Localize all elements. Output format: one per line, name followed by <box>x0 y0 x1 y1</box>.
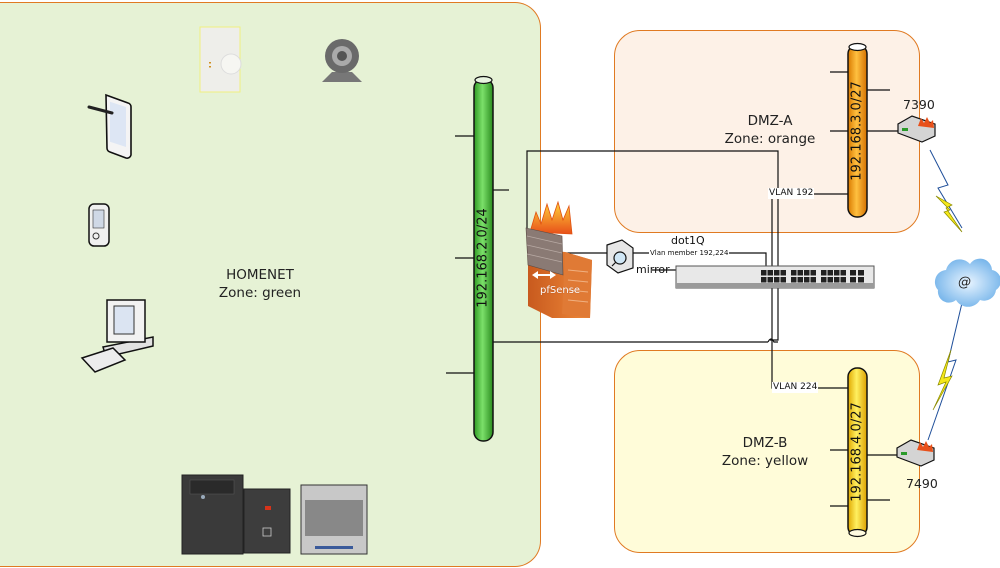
switch-port <box>780 277 786 283</box>
homenet-name: HOMENET <box>226 267 294 283</box>
tablet-icon <box>87 93 132 159</box>
dmz-a-subnet-label: 192.168.3.0/27 <box>849 81 865 181</box>
switch-port <box>821 277 827 283</box>
vlan-member-label: Vlan member 192,224 <box>649 248 730 259</box>
zone-homenet <box>0 2 541 567</box>
wan-link-top <box>929 149 963 233</box>
dmz-b-subnet-pipe <box>847 367 868 538</box>
switch-port <box>834 270 840 276</box>
switch-sfp-port <box>858 270 864 276</box>
homenet-zone: Zone: green <box>218 285 302 301</box>
dmz-b-zone-label: DMZ-B Zone: yellow <box>700 434 830 470</box>
dmz-b-taps <box>818 387 900 507</box>
switch-sfp-port <box>850 270 856 276</box>
dmz-a-zone: Zone: orange <box>724 131 816 147</box>
switch-port <box>834 277 840 283</box>
switch-port <box>821 270 827 276</box>
switch-port <box>774 277 780 283</box>
switch-port <box>767 270 773 276</box>
internet-at-symbol: @ <box>958 275 971 290</box>
switch-port <box>827 270 833 276</box>
server-2-icon <box>300 484 368 555</box>
switch-port <box>791 270 797 276</box>
switch-port <box>791 277 797 283</box>
homenet-subnet-pipe <box>473 75 494 442</box>
wan-link-bottom <box>927 302 963 441</box>
homenet-taps <box>446 135 509 374</box>
zone-dmz-b <box>614 350 920 553</box>
traffic-monitor-icon <box>606 239 634 274</box>
switch-sfp-port <box>850 277 856 283</box>
vlan-192-label: VLAN 192 <box>768 188 815 199</box>
dmz-a-zone-label: DMZ-A Zone: orange <box>710 112 830 148</box>
switch-port <box>804 270 810 276</box>
mirror-label: mirror <box>636 263 670 276</box>
dmz-b-subnet-label: 192.168.4.0/27 <box>849 402 865 502</box>
switch-port <box>761 277 767 283</box>
switch-port <box>810 270 816 276</box>
switch-port <box>797 270 803 276</box>
internet-cloud <box>934 258 1000 307</box>
managed-switch-icon <box>675 265 875 289</box>
router-7390-label: 7390 <box>903 97 935 112</box>
router-7490-icon <box>896 439 935 467</box>
switch-port <box>797 277 803 283</box>
switch-port <box>774 270 780 276</box>
switch-port <box>804 277 810 283</box>
webcam-icon <box>322 39 362 82</box>
switch-port <box>840 270 846 276</box>
vlan-224-label: VLAN 224 <box>772 382 819 393</box>
server-1-icon <box>181 474 244 555</box>
switch-sfp-port <box>858 277 864 283</box>
desktop-pc-icon <box>80 299 154 373</box>
pfsense-firewall-icon <box>525 200 592 318</box>
dmz-a-name: DMZ-A <box>747 113 793 129</box>
switch-port <box>780 270 786 276</box>
switch-port <box>767 277 773 283</box>
pfsense-label: pfSense <box>540 285 581 296</box>
pda-icon <box>88 203 110 247</box>
switch-port <box>827 277 833 283</box>
homenet-subnet-label: 192.168.2.0/24 <box>475 208 491 308</box>
ups-icon <box>243 488 291 554</box>
dmz-a-taps <box>812 71 900 195</box>
dot1q-label: dot1Q <box>671 234 705 247</box>
switch-port <box>810 277 816 283</box>
switch-port <box>840 277 846 283</box>
dmz-b-zone: Zone: yellow <box>721 453 809 469</box>
homenet-zone-label: HOMENET Zone: green <box>205 266 315 302</box>
thermostat-icon <box>199 26 242 93</box>
switch-port <box>761 270 767 276</box>
router-7490-label: 7490 <box>906 476 938 491</box>
dmz-b-name: DMZ-B <box>742 435 788 451</box>
router-7390-icon <box>897 115 936 143</box>
